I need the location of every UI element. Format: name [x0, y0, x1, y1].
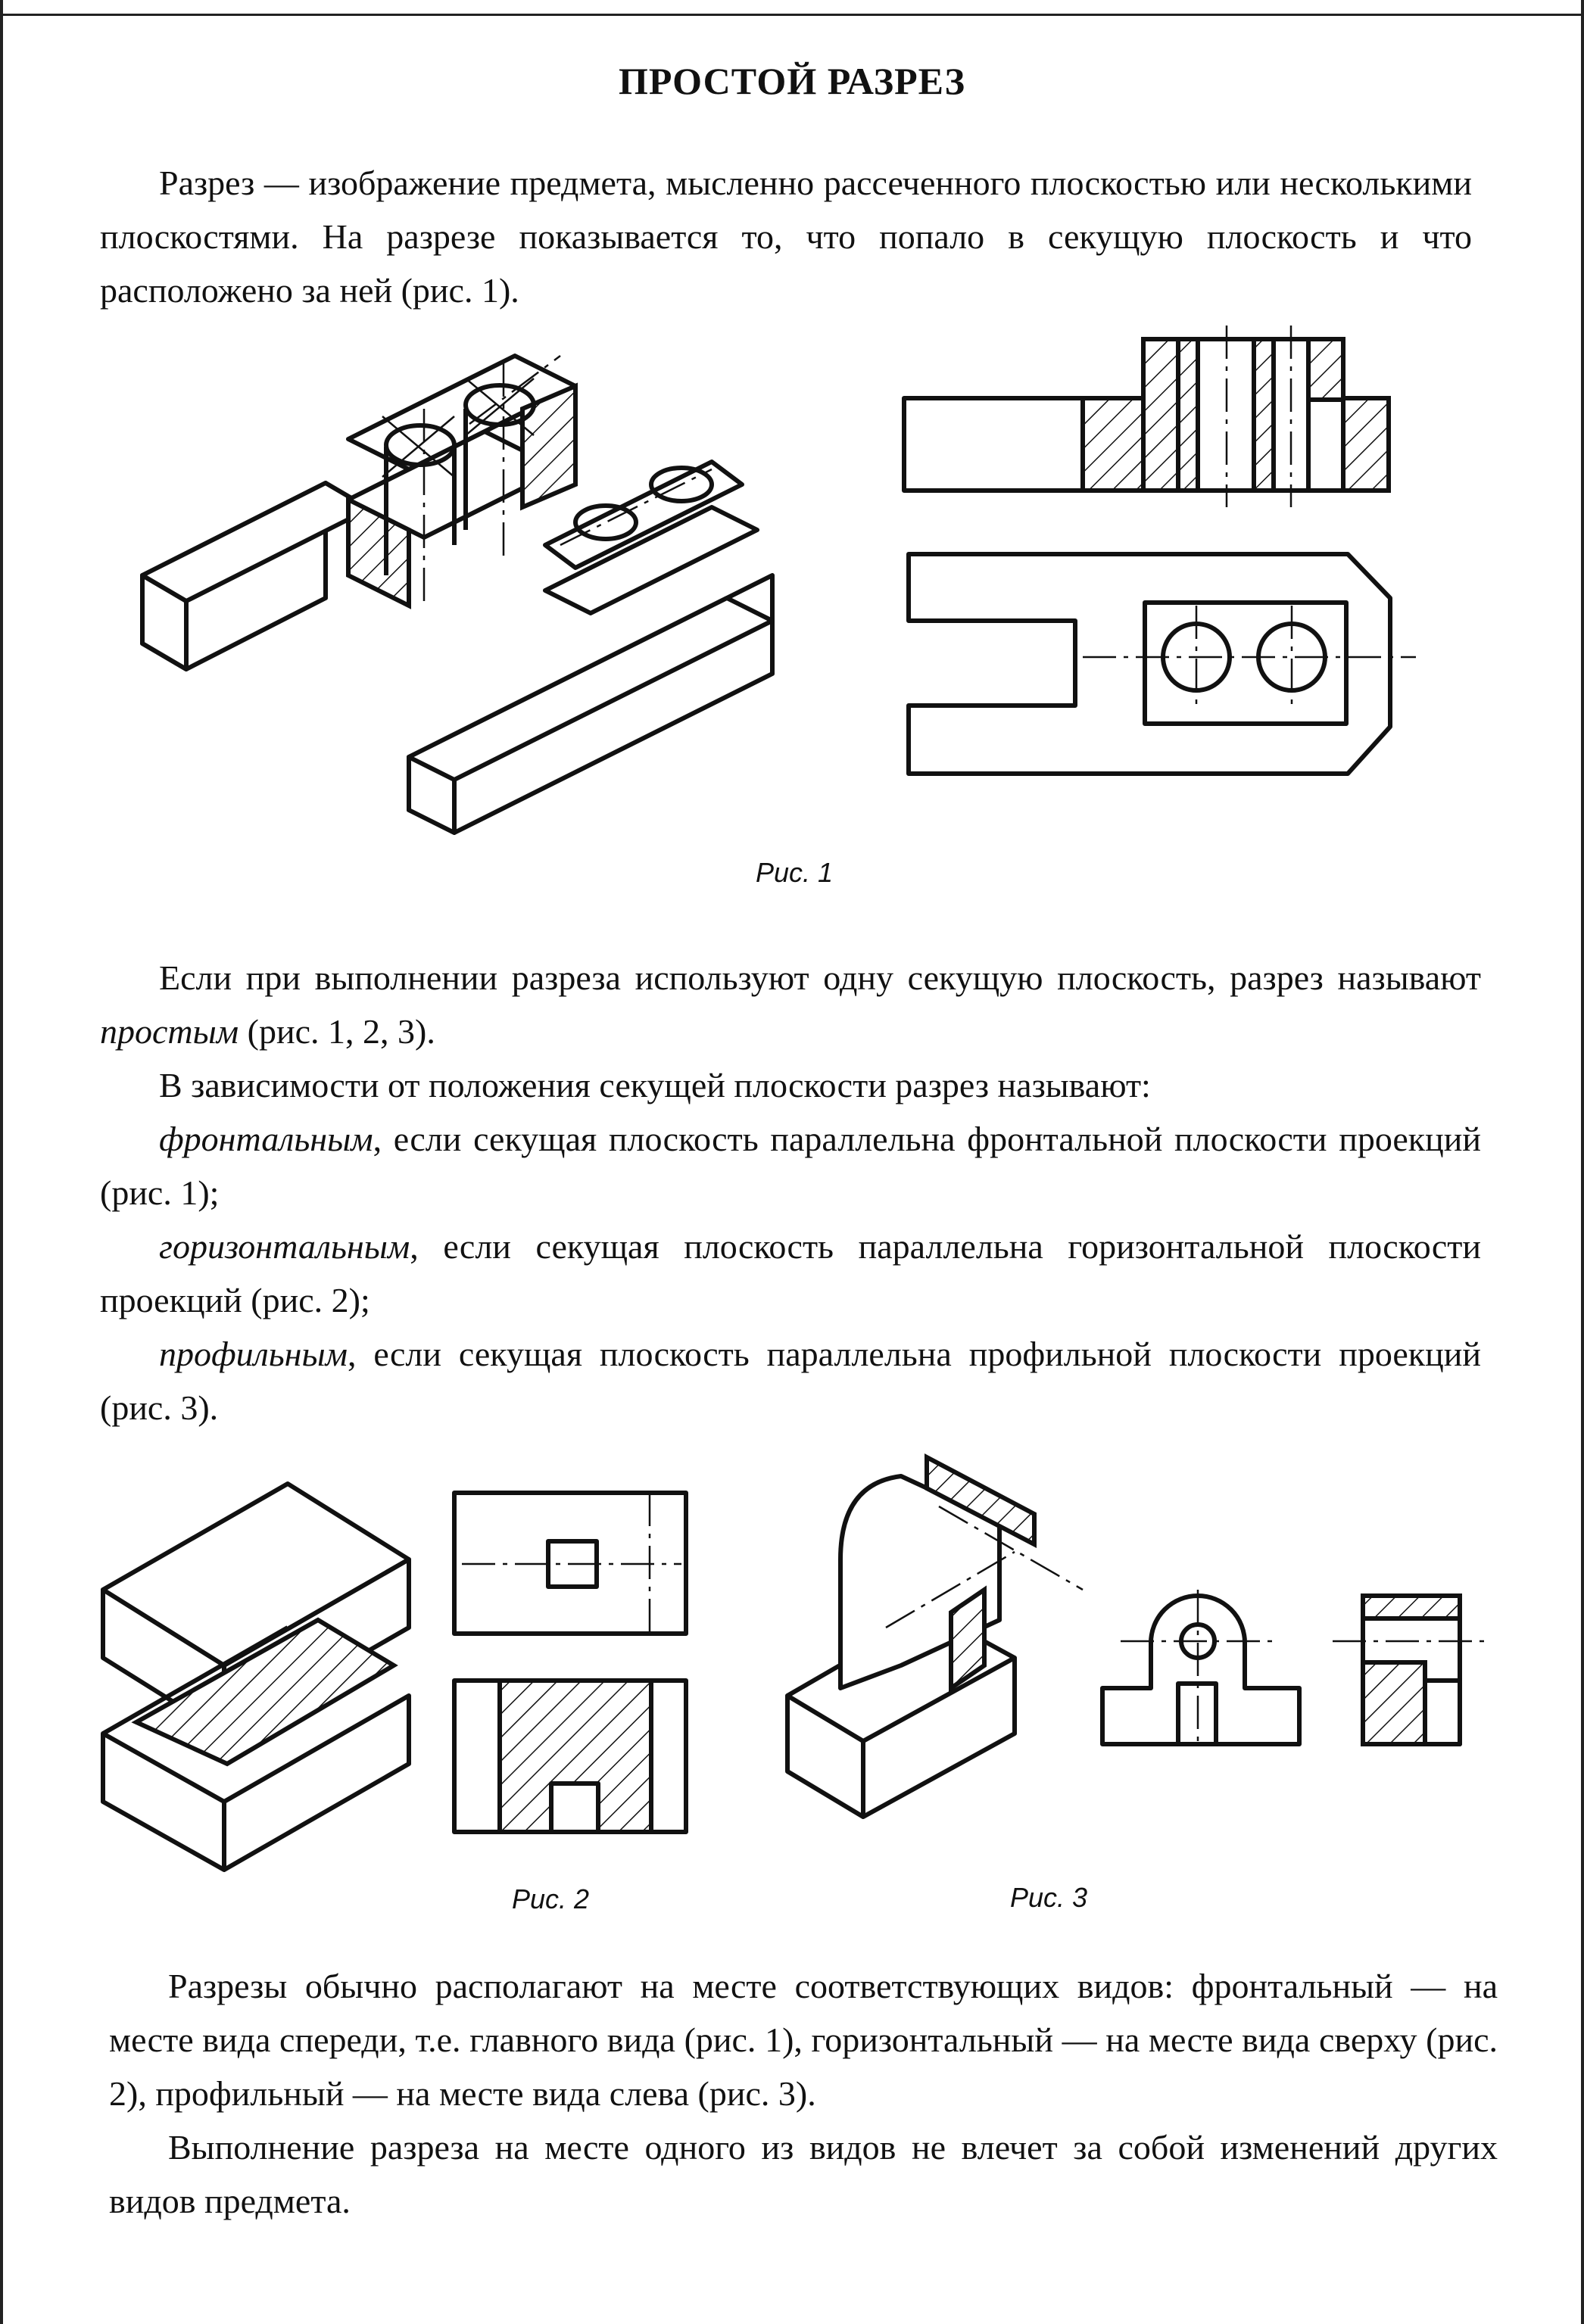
horizontal-term: горизонтальным	[159, 1227, 410, 1266]
figure-3-front-view	[1100, 1590, 1302, 1749]
profile-text: , если секущая плоскость параллельна про…	[100, 1335, 1481, 1427]
list-item-frontal: фронтальным, если секущая плоскость пара…	[100, 1112, 1481, 1220]
profile-term: профильным	[159, 1335, 348, 1373]
simple-section-definition: Если при выполнении разреза используют о…	[100, 951, 1481, 1058]
page-title: ПРОСТОЙ РАЗРЕЗ	[618, 60, 966, 102]
horizontal-text: , если секущая плоскость параллельна гор…	[100, 1227, 1481, 1319]
intro-text: Разрез — изображение предмета, мысленно …	[100, 164, 1472, 310]
position-intro: В зависимости от положения секущей плоск…	[159, 1066, 1151, 1104]
list-item-profile: профильным, если секущая плоскость парал…	[100, 1327, 1481, 1435]
figure-2-top-section	[452, 1491, 688, 1834]
frontal-text: , если секущая плоскость параллельна фро…	[100, 1120, 1481, 1212]
figure-1-drawing	[140, 326, 1416, 835]
intro-paragraph: Разрез — изображение предмета, мысленно …	[100, 156, 1472, 317]
section-2: Если при выполнении разреза используют о…	[100, 951, 1481, 1435]
section-3: Разрезы обычно располагают на месте соот…	[109, 1959, 1498, 2228]
figure-3-caption: Рис. 3	[1010, 1882, 1088, 1913]
figure-1-caption: Рис. 1	[756, 857, 834, 888]
figure-3-profile-section	[1333, 1593, 1487, 1746]
figure-1-isometric-part	[140, 354, 775, 835]
figure-2-3-drawing	[101, 1453, 1487, 1872]
page-right-border	[1581, 0, 1584, 2324]
figure-3-isometric-part	[785, 1453, 1084, 1819]
page-top-border	[0, 14, 1584, 16]
no-change-paragraph: Выполнение разреза на месте одного из ви…	[109, 2128, 1498, 2220]
figure-2-caption: Рис. 2	[512, 1883, 590, 1914]
figure-2-isometric-part	[101, 1481, 411, 1872]
frontal-term: фронтальным	[159, 1120, 373, 1158]
list-item-horizontal: горизонтальным, если секущая плоскость п…	[100, 1220, 1481, 1327]
placement-paragraph: Разрезы обычно располагают на месте соот…	[109, 1967, 1498, 2113]
simple-term: простым	[100, 1012, 239, 1051]
figure-1-top-view	[906, 552, 1416, 776]
page-left-border	[0, 0, 3, 2324]
simple-section-tail: (рис. 1, 2, 3).	[239, 1012, 435, 1051]
figure-1-front-section	[902, 326, 1391, 507]
simple-section-text: Если при выполнении разреза используют о…	[159, 958, 1481, 997]
